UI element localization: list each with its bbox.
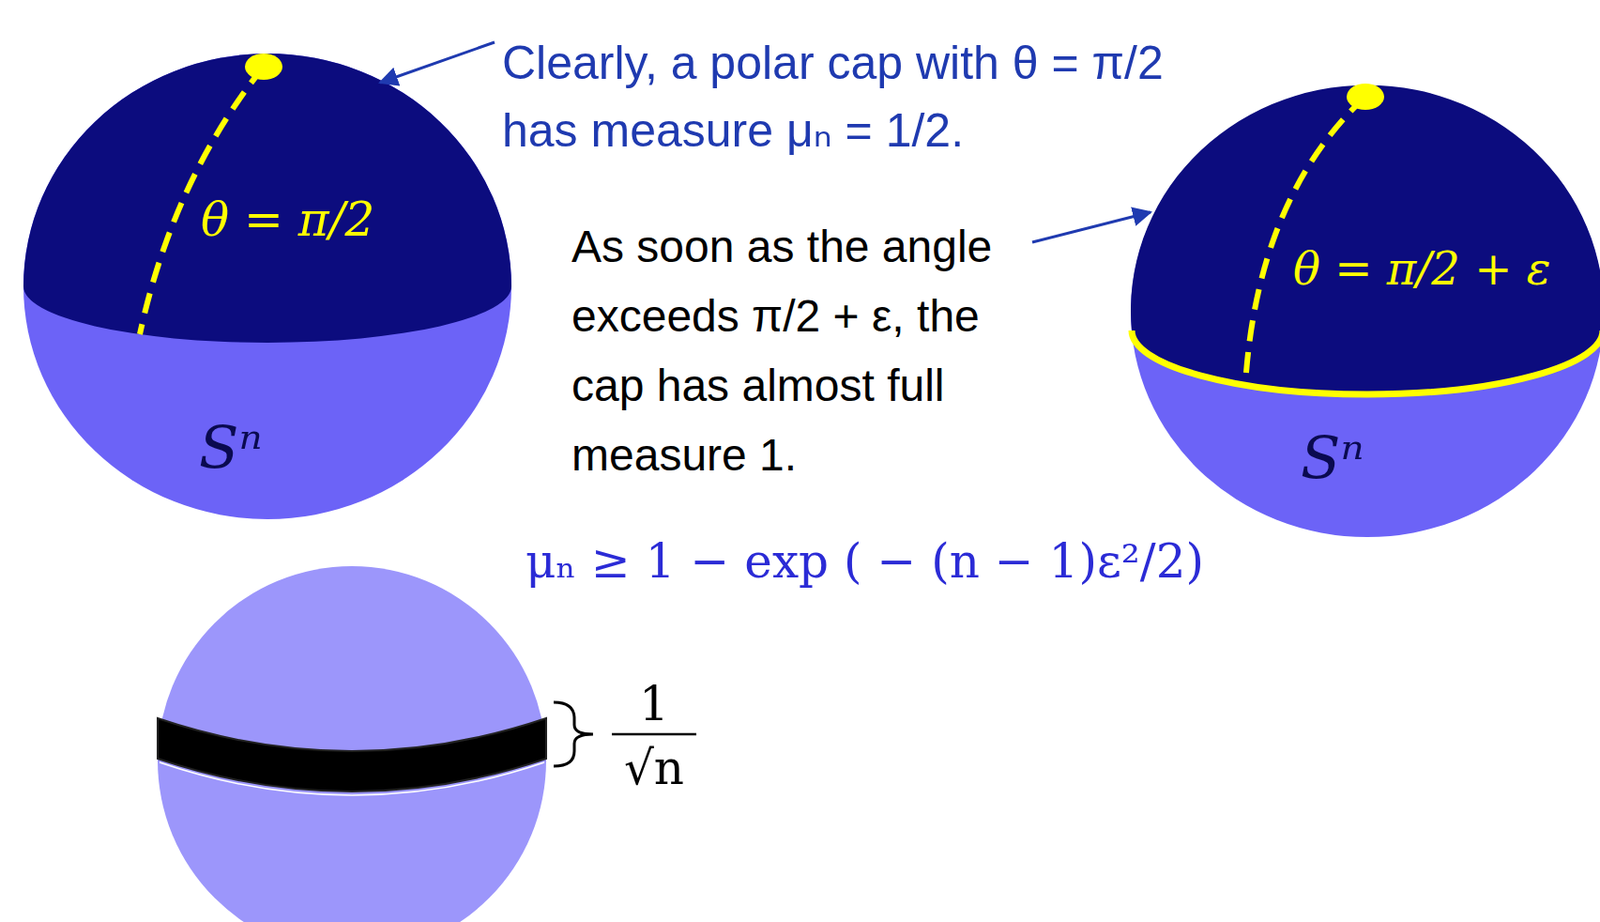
fraction-bar	[611, 732, 697, 736]
leader-arrow	[380, 42, 495, 83]
sphere: θ = π/2Sⁿ	[23, 53, 512, 519]
equatorial-band	[157, 717, 547, 792]
callout-note: As soon as the angle exceeds π/2 + ε, th…	[571, 212, 1027, 490]
leader-arrow	[1032, 212, 1151, 243]
sphere-name: Sⁿ	[198, 412, 263, 483]
fraction-denominator: √n	[597, 741, 711, 794]
sphere	[157, 565, 547, 922]
sphere-lower	[23, 53, 512, 519]
brace	[553, 701, 594, 766]
polar-cap	[1130, 85, 1600, 395]
dashed-meridian	[1245, 96, 1366, 385]
cap-boundary	[1131, 330, 1600, 395]
callout-note: Clearly, a polar cap with θ = π/2 has me…	[502, 29, 1206, 165]
band-edge	[159, 761, 545, 795]
angle-label: θ = π/2	[200, 191, 375, 248]
fraction-numerator: 1	[616, 677, 692, 731]
angle-label: θ = π/2 + ε	[1293, 242, 1551, 297]
polar-cap	[23, 53, 512, 343]
pole-dot	[244, 53, 283, 80]
formula: μₙ ≥ 1 − exp ( − (n − 1)ε²/2)	[525, 530, 1204, 593]
pole-dot	[1346, 83, 1385, 110]
sphere-name: Sⁿ	[1300, 423, 1365, 493]
sphere: θ = π/2 + ε Sⁿ	[1130, 86, 1600, 537]
